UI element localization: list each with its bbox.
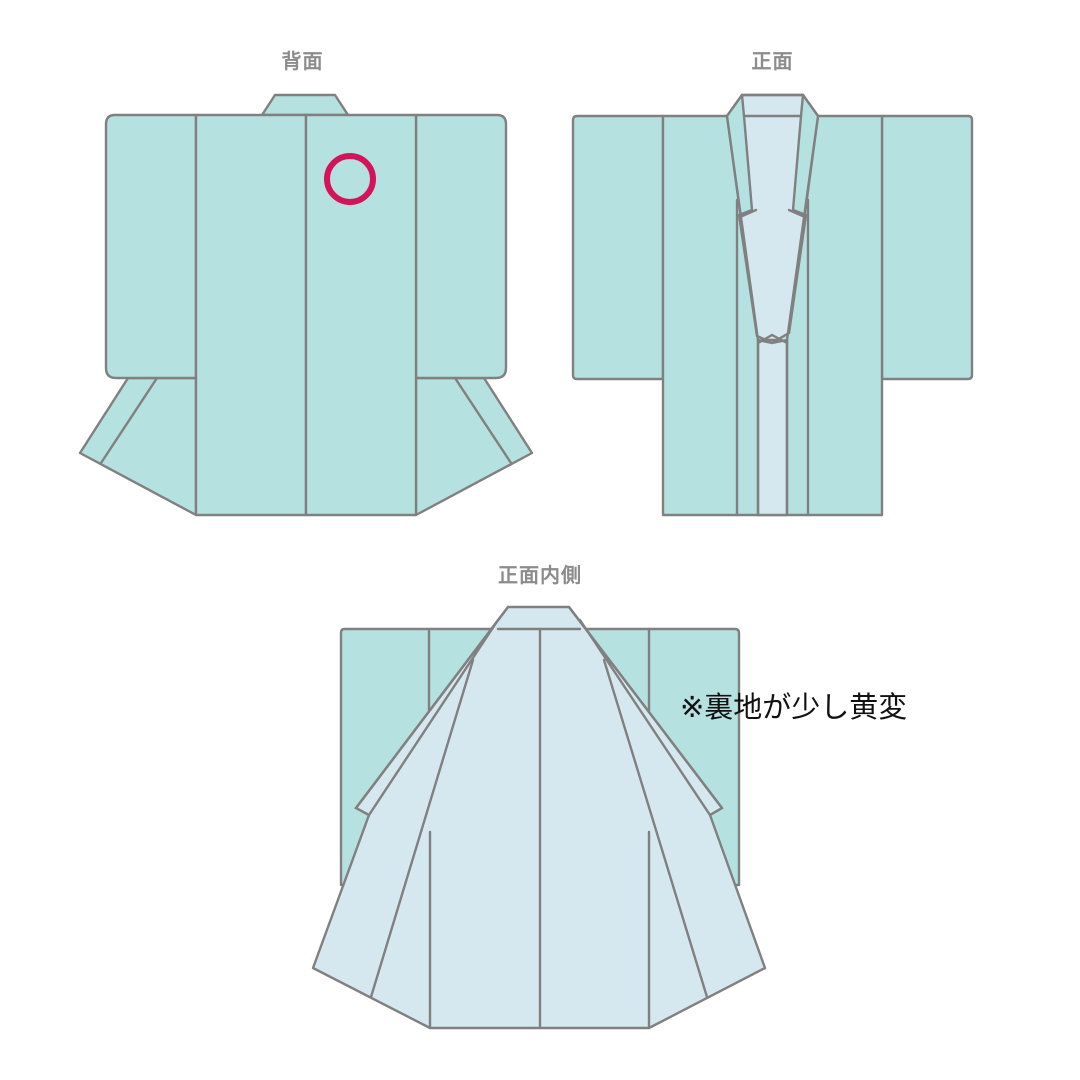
front-view-diagram — [571, 93, 974, 517]
back-view-label: 背面 — [281, 49, 324, 73]
inside-view-label: 正面内側 — [498, 563, 582, 587]
front-right-sleeve — [880, 114, 974, 381]
back-left-sleeve — [104, 113, 198, 380]
lining-yellowing-note: ※裏地が少し黄変 — [680, 690, 908, 724]
back-collar — [260, 93, 350, 117]
back-right-skirt — [414, 376, 534, 517]
marker-circle-icon — [324, 153, 376, 205]
inside-view-diagram — [311, 605, 767, 1030]
back-right-body — [304, 113, 418, 517]
back-left-skirt — [78, 376, 198, 517]
back-left-body — [194, 113, 308, 517]
front-left-sleeve — [571, 114, 665, 381]
front-collar-right — [770, 93, 820, 345]
back-right-sleeve — [414, 113, 508, 380]
front-lining-center — [756, 338, 789, 517]
back-view-diagram — [78, 93, 534, 517]
front-view-label: 正面 — [751, 49, 794, 73]
